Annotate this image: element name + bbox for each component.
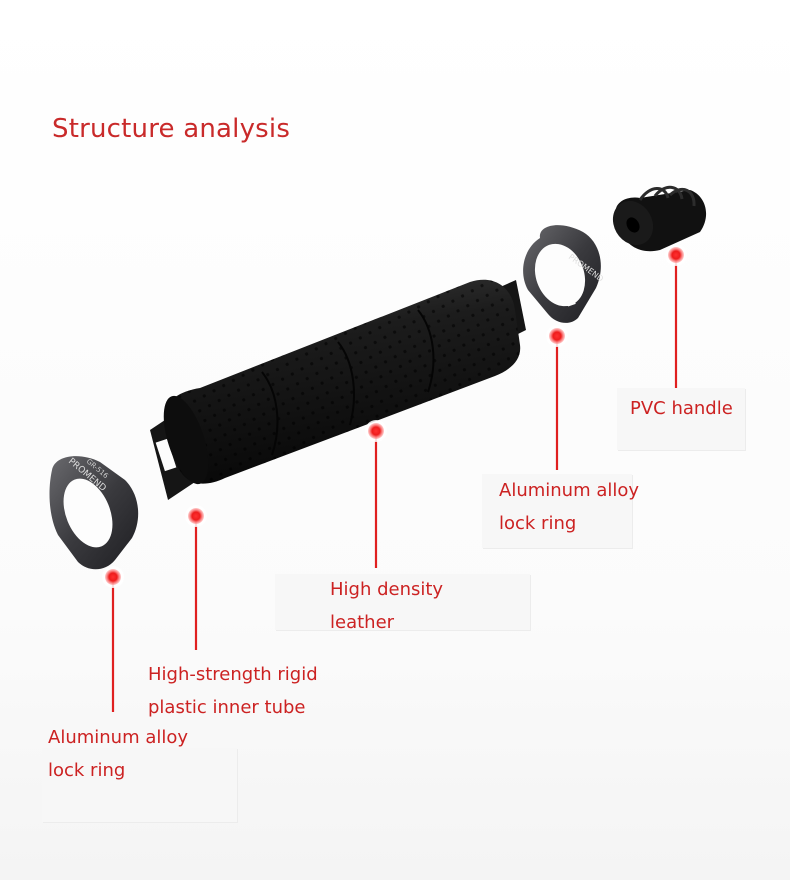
- label-lock-ring-left-line-2: lock ring: [48, 760, 126, 781]
- label-panel-pvc-handle: [617, 388, 745, 450]
- page-title: Structure analysis: [52, 114, 291, 144]
- marker-dot-lock-ring-left: [105, 569, 121, 585]
- lock-ring-right-part: PROMEND: [523, 225, 605, 323]
- marker-dots: [102, 244, 687, 588]
- label-lock-ring-left: Aluminum alloy lock ring: [48, 721, 188, 787]
- label-lock-ring-left-line-1: Aluminum alloy: [48, 727, 189, 748]
- lock-ring-left-part: PROMEND GR-516: [49, 456, 139, 570]
- label-lock-ring-right-line-1: Aluminum alloy: [499, 480, 640, 501]
- label-pvc-handle-line-1: PVC handle: [630, 398, 733, 419]
- label-panel-lock-ring-right: [482, 474, 632, 548]
- label-lock-ring-right-line-2: lock ring: [499, 513, 577, 534]
- marker-dot-inner-tube: [188, 508, 204, 524]
- label-inner-tube: High-strength rigid plastic inner tube: [148, 658, 318, 724]
- label-panel-lock-ring-left: [42, 748, 237, 822]
- grip-body: [150, 279, 526, 500]
- label-leather: High density leather: [330, 573, 443, 639]
- label-leather-line-2: leather: [330, 612, 395, 633]
- marker-dot-lock-ring-right: [549, 328, 565, 344]
- label-pvc-handle: PVC handle: [630, 392, 733, 425]
- pvc-handle-part: [612, 185, 707, 252]
- label-inner-tube-line-1: High-strength rigid: [148, 664, 318, 685]
- label-lock-ring-right: Aluminum alloy lock ring: [499, 474, 639, 540]
- marker-dot-leather: [368, 423, 384, 439]
- label-panel-leather: [275, 574, 530, 630]
- leader-lines: [111, 255, 678, 712]
- label-inner-tube-line-2: plastic inner tube: [148, 697, 306, 718]
- label-leather-line-1: High density: [330, 579, 444, 600]
- marker-dot-pvc-handle: [668, 247, 684, 263]
